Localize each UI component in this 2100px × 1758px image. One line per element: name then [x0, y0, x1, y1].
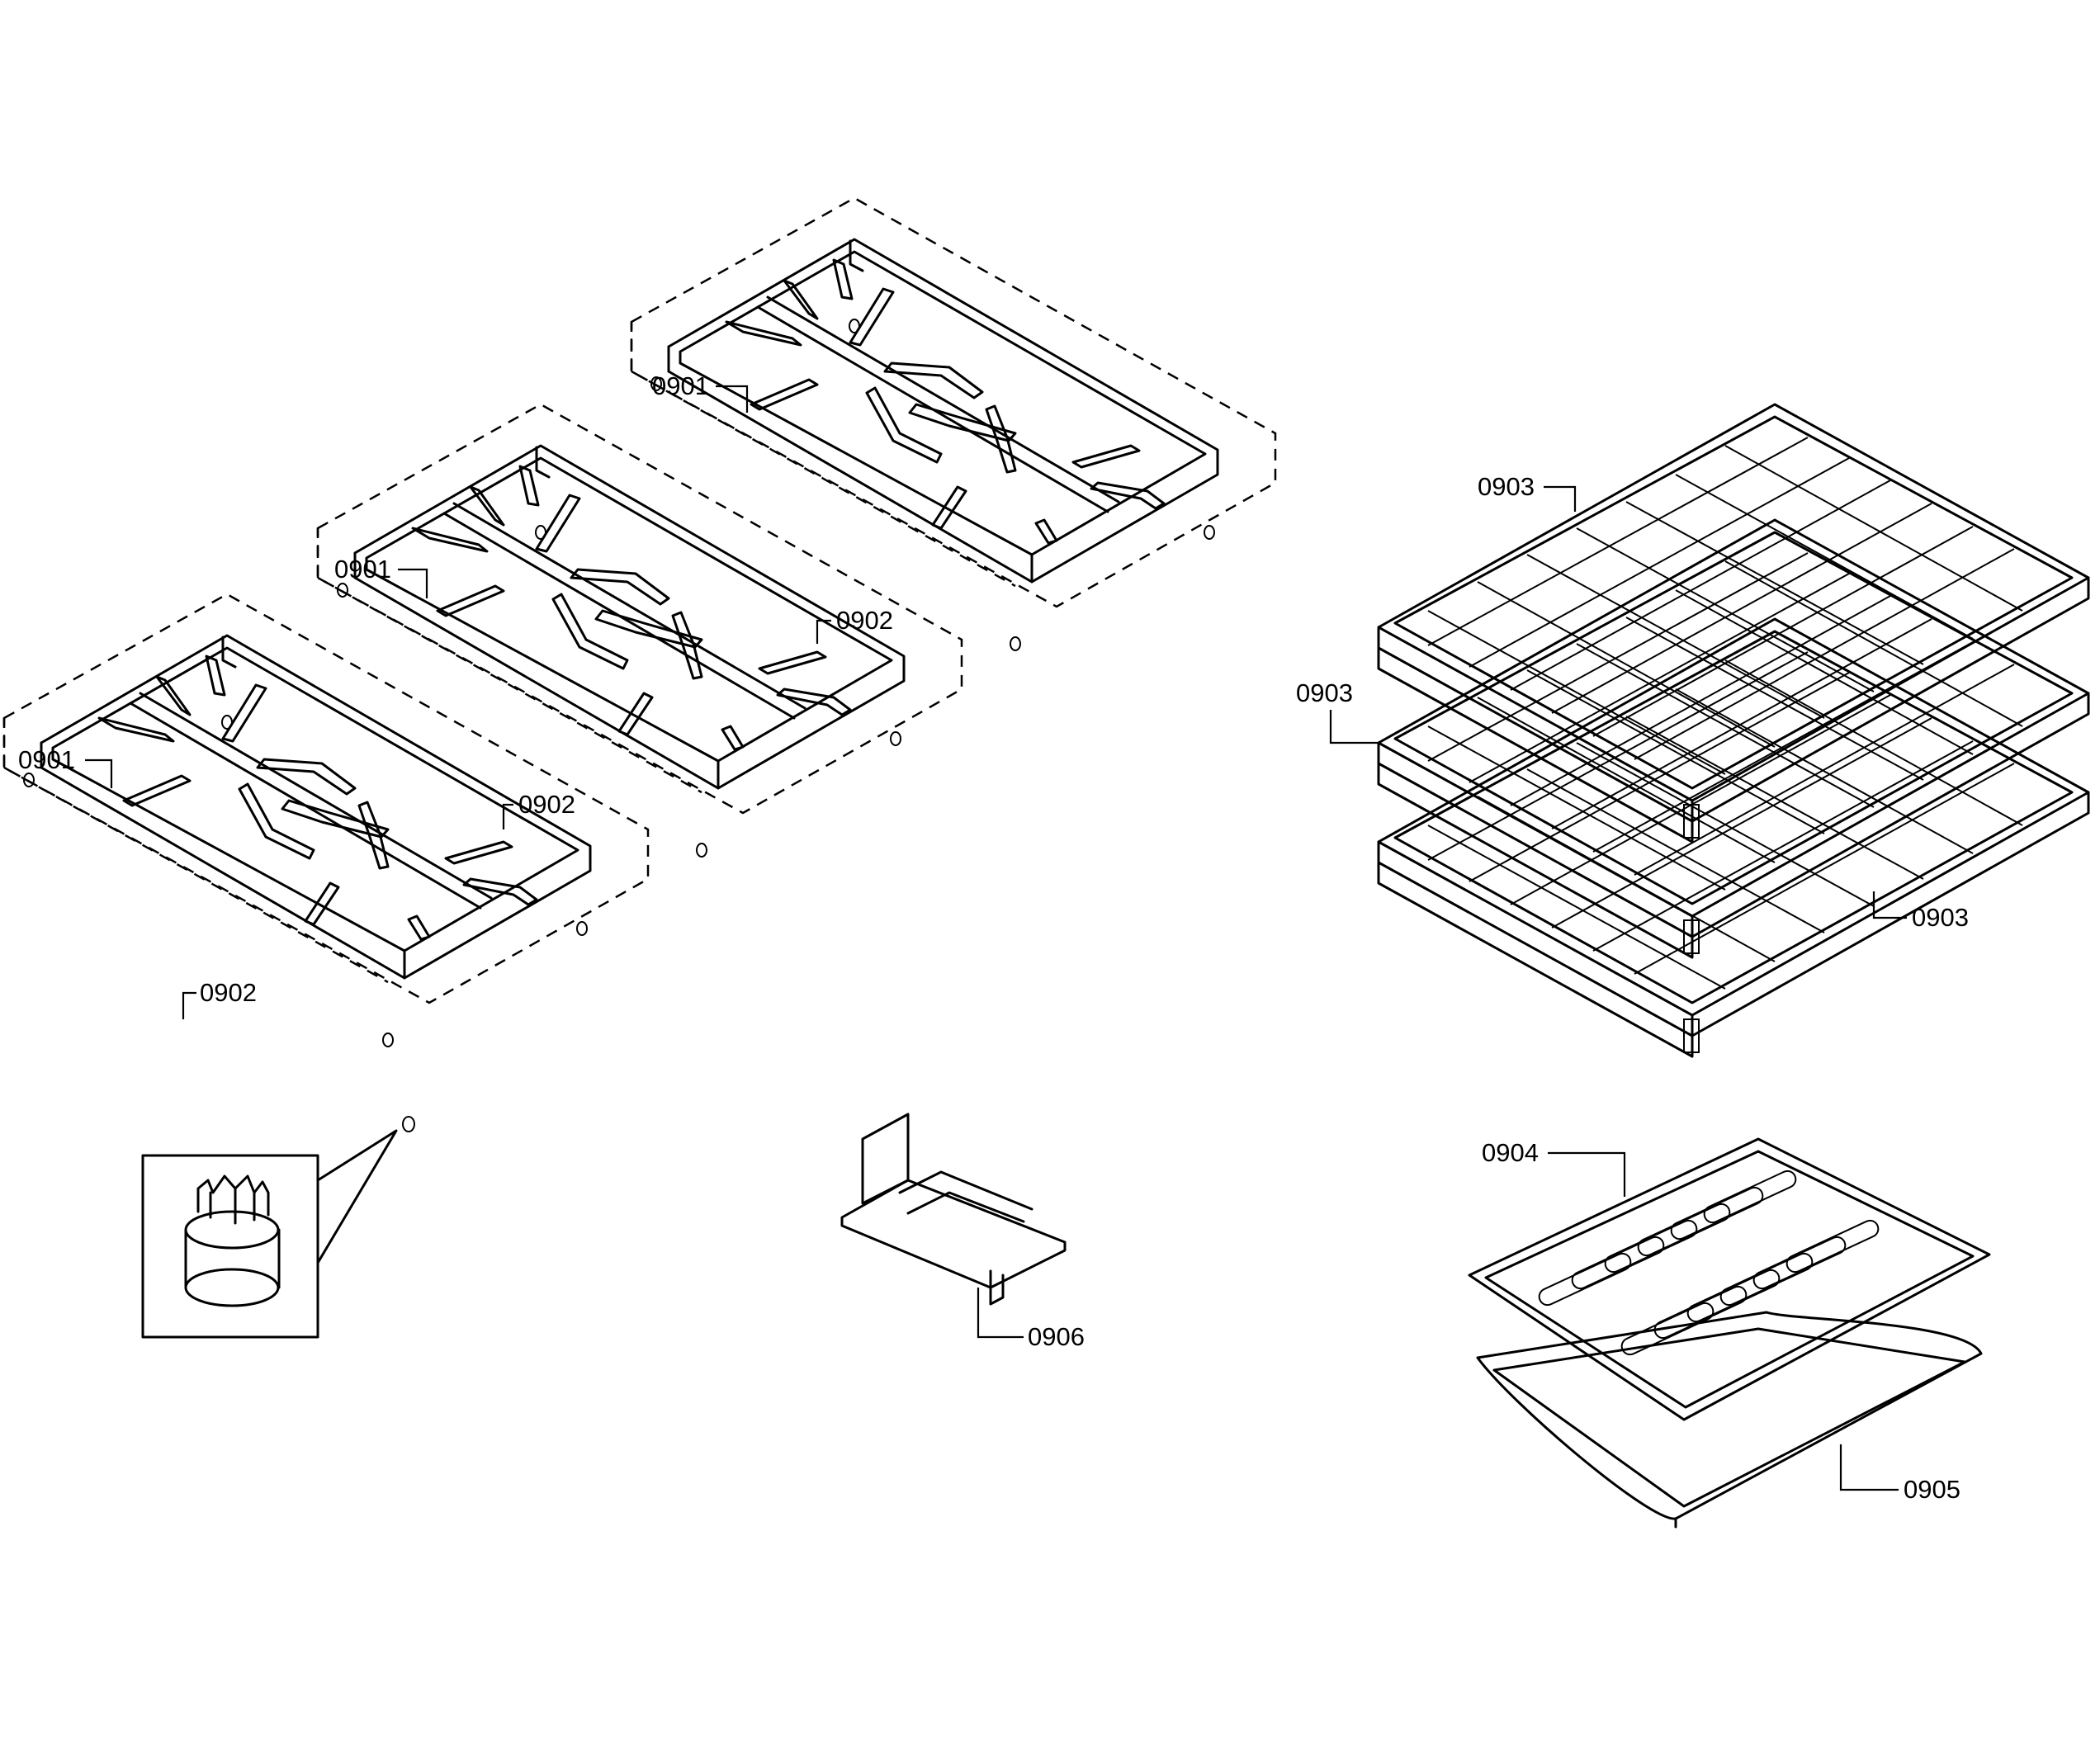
- callout-foot-top: 0902: [836, 606, 893, 635]
- oven-rack-bottom: [1377, 617, 2090, 1058]
- callout-foot-left: 0902: [200, 978, 257, 1007]
- leader-lines: [85, 385, 1907, 1491]
- broiler-grid: [1468, 1137, 1991, 1421]
- callout-grate-middle: 0901: [334, 555, 391, 584]
- burner-grate-left: [2, 593, 650, 1048]
- callout-broil-pan: 0905: [1904, 1475, 1960, 1504]
- callout-rack-bottom: 0903: [1912, 903, 1969, 932]
- callout-rack-top: 0903: [1478, 472, 1535, 501]
- bracket-part: [840, 1113, 1067, 1306]
- oven-rack-top: [1377, 403, 2090, 844]
- broiler-pan: [1476, 1311, 1983, 1529]
- callout-rack-middle: 0903: [1296, 678, 1353, 707]
- callout-grate-top: 0901: [652, 371, 709, 400]
- burner-grate-top: [630, 196, 1277, 652]
- callout-broil-grid: 0904: [1482, 1138, 1539, 1167]
- foot-detail-inset: [141, 1116, 415, 1339]
- callout-bracket: 0906: [1028, 1322, 1085, 1351]
- callout-foot-middle: 0902: [518, 790, 575, 819]
- callout-grate-left: 0901: [18, 745, 75, 774]
